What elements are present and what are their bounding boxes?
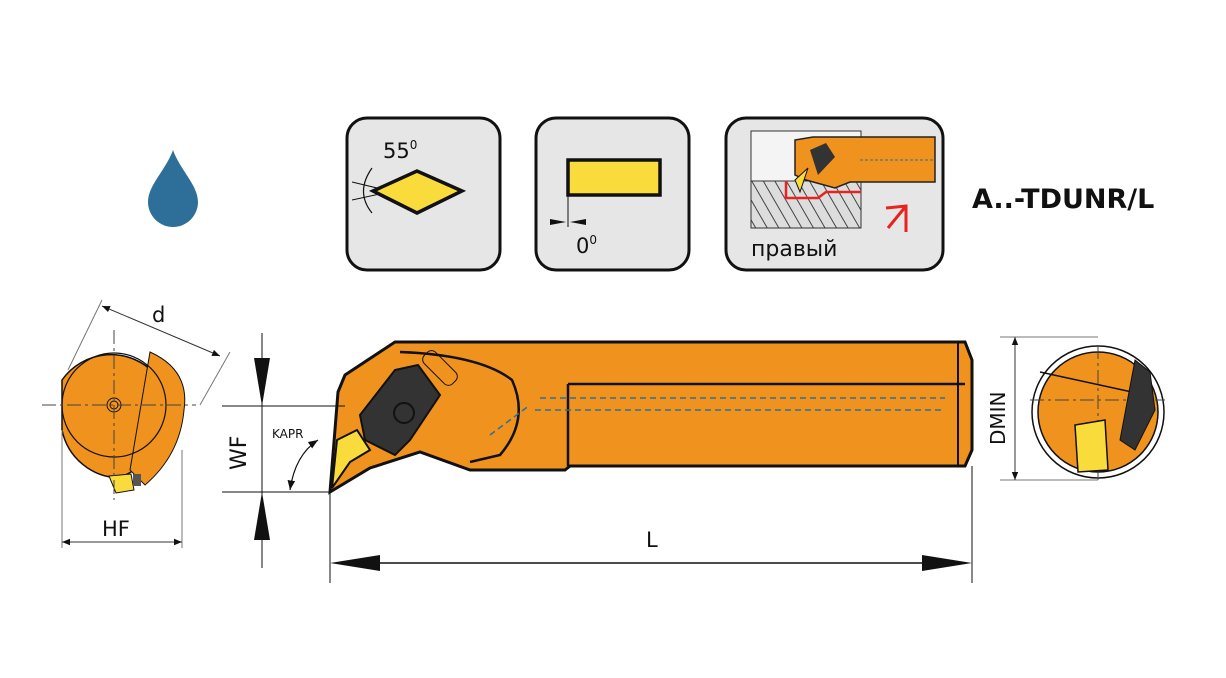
dim-l-label: L	[646, 528, 658, 552]
degree-sup: 0	[589, 233, 597, 247]
insert-shape-icon-box: 550	[345, 116, 502, 272]
svg-text:00: 00	[576, 233, 597, 258]
rhombic-insert-icon	[368, 169, 467, 215]
insert-angle: 55	[383, 139, 410, 163]
hand-label: правый	[751, 237, 837, 262]
end-view: d HF	[42, 299, 231, 548]
direction-arrows-icon	[885, 204, 908, 232]
dim-hf-label: HF	[102, 517, 130, 541]
clamp-icon	[358, 363, 442, 457]
coolant-drop-icon	[148, 150, 198, 227]
l-dimension: L	[329, 466, 973, 583]
insert-side-icon	[566, 158, 662, 197]
dim-kapr-label: KAPR	[272, 427, 303, 441]
insert-side-icon	[331, 428, 372, 489]
degree-sup: 0	[410, 138, 418, 152]
svg-text:550: 550	[383, 138, 417, 163]
dmin-detail-view: DMIN	[986, 336, 1165, 481]
product-title: A..-TDUNR/L	[972, 184, 1154, 215]
hand-icon-box: правый	[724, 116, 945, 272]
boring-bar-side-view	[328, 340, 974, 495]
clearance-angle-icon-box: 00	[534, 116, 691, 272]
wf-dimension: WF KAPR	[222, 333, 345, 568]
dim-d-label: d	[152, 303, 165, 327]
dim-wf-label: WF	[227, 436, 252, 470]
dim-dmin-label: DMIN	[986, 391, 1010, 445]
insert-end-icon	[108, 473, 135, 494]
clearance-angle: 0	[576, 234, 589, 258]
